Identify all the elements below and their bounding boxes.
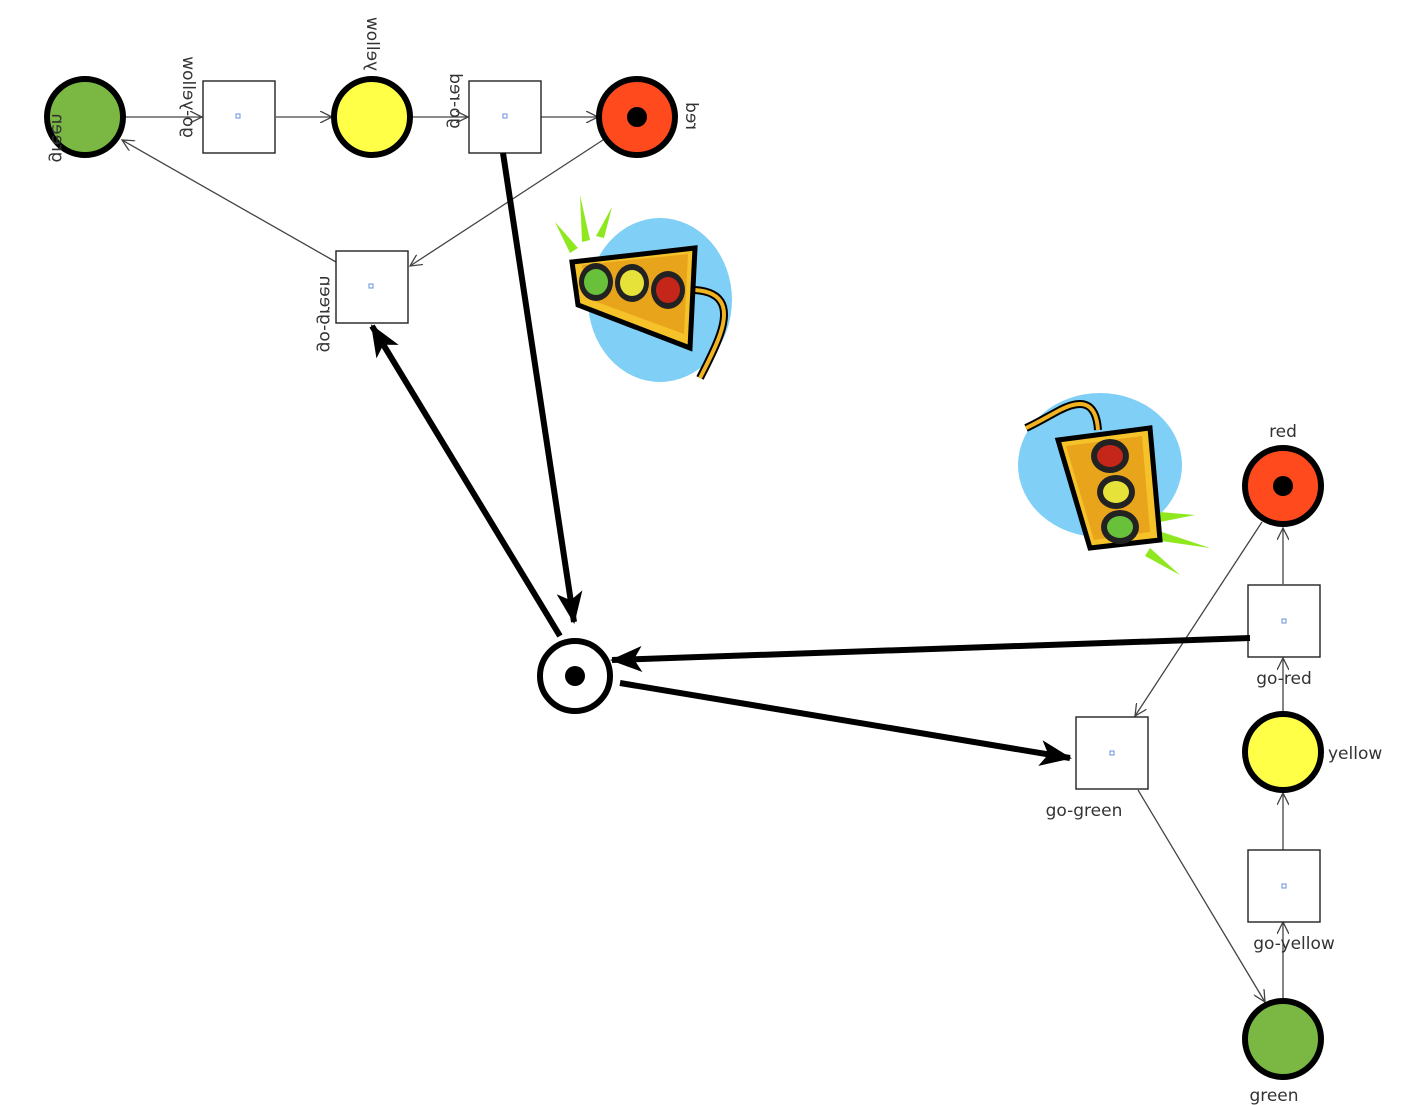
token-right-red: [1273, 476, 1293, 496]
transition-dot: [235, 113, 241, 119]
label-go-green-right: go-green: [1046, 801, 1123, 821]
transition-dot: [502, 113, 508, 119]
right-net: red go-red yellow go-yellow go-green gre…: [1046, 422, 1383, 1105]
transition-dot: [368, 283, 374, 289]
label-go-red-right: go-red: [1256, 669, 1312, 689]
label-green-left: green: [47, 113, 67, 162]
place-green-left: [44, 76, 126, 158]
transition-dot: [1109, 750, 1115, 756]
arc-red-to-go-green: [1135, 521, 1263, 716]
label-red-left: red: [681, 102, 701, 130]
token-left-red: [627, 107, 647, 127]
label-green-right: green: [1249, 1086, 1298, 1105]
arc-go-green-to-green: [1137, 789, 1265, 1002]
label-go-red-left: go-red: [445, 73, 465, 129]
arc-go-green-to-green: [122, 140, 337, 263]
token-shared: [565, 666, 585, 686]
shared-connections: [369, 152, 1251, 766]
arc-shared-to-right-go-green: [619, 680, 1072, 766]
transition-dot: [1281, 618, 1287, 624]
label-go-green-left: go-green: [315, 276, 335, 353]
place-yellow-right: [1242, 711, 1324, 793]
label-red-right: red: [1269, 422, 1297, 442]
label-yellow-right: yellow: [1328, 744, 1382, 764]
arc-left-go-red-to-shared: [500, 152, 583, 624]
traffic-light-clipart-icon: [1018, 393, 1210, 575]
arc-right-go-red-to-shared: [610, 635, 1251, 672]
arc-shared-to-left-go-green: [369, 324, 563, 638]
label-go-yellow-right: go-yellow: [1253, 934, 1335, 954]
place-green-right: [1242, 998, 1324, 1080]
traffic-light-clipart-icon: [555, 195, 732, 382]
left-net: green go-yellow yellow go-red red go-gre…: [44, 17, 701, 353]
label-go-yellow-left: go-yellow: [178, 56, 198, 138]
place-yellow-left: [331, 76, 413, 158]
label-yellow-left: yellow: [362, 17, 382, 71]
transition-dot: [1281, 883, 1287, 889]
